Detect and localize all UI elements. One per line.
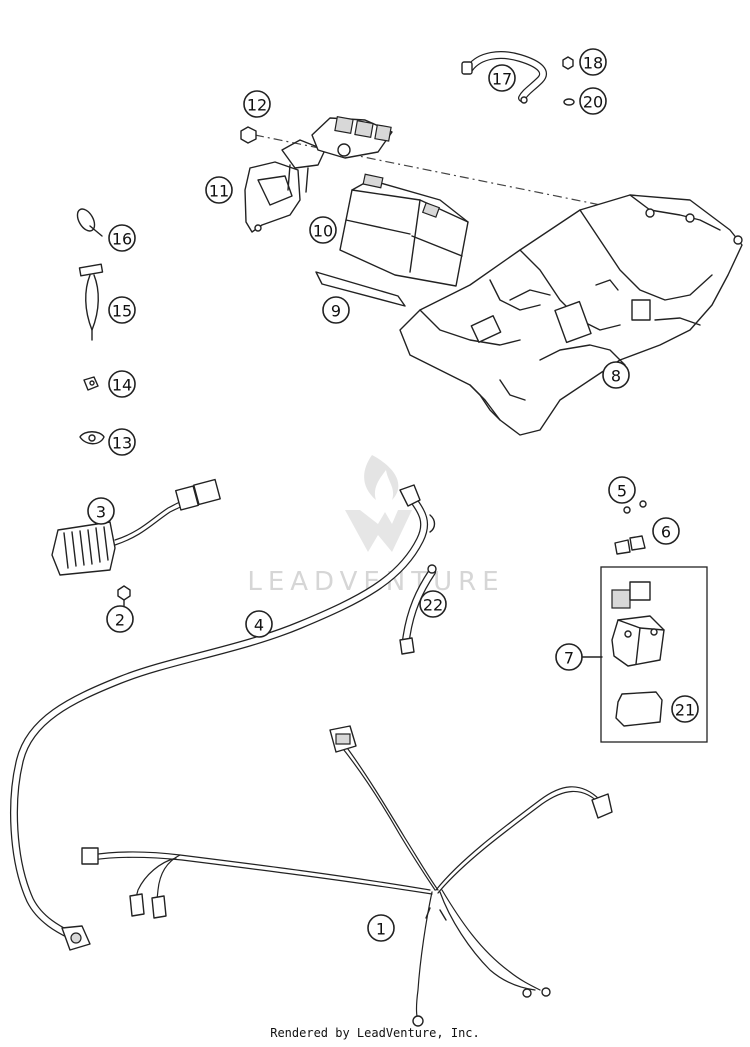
part-22-ground-cable: [399, 564, 437, 655]
part-17-cable: [461, 51, 547, 104]
callout-20: 20: [579, 87, 607, 115]
callout-8: 8: [602, 361, 630, 389]
callout-6-label: 6: [661, 523, 671, 542]
callout-18: 18: [579, 48, 607, 76]
callout-11-label: 11: [209, 182, 229, 201]
part-9-battery-pad: [315, 271, 406, 307]
part-7-relay-kit: [600, 566, 708, 743]
relay-holder-grommet: [337, 143, 351, 157]
part-13-clip: [79, 431, 105, 445]
part-16-clip: [76, 208, 103, 237]
callout-20-label: 20: [583, 93, 603, 112]
watermark-v-icon: [345, 510, 412, 552]
watermark-flame-icon: [364, 455, 399, 500]
callout-6: 6: [652, 517, 680, 545]
part-4-cable: [10, 484, 436, 951]
callout-17: 17: [488, 64, 516, 92]
callout-8-label: 8: [611, 367, 621, 386]
callout-5-label: 5: [617, 482, 627, 501]
callout-13: 13: [108, 428, 136, 456]
callout-10-label: 10: [313, 222, 333, 241]
callout-7-label: 7: [564, 649, 574, 668]
assembly-line: [254, 134, 651, 216]
footer-credit: Rendered by LeadVenture, Inc.: [270, 1026, 480, 1040]
callout-2-label: 2: [115, 611, 125, 630]
callout-15-label: 15: [112, 302, 132, 321]
callout-3-label: 3: [96, 503, 106, 522]
part-12-nut: [240, 126, 257, 144]
callout-11: 11: [205, 176, 233, 204]
part-11-bracket: [244, 139, 326, 233]
callout-5: 5: [608, 476, 636, 504]
part-1-wiring-harness: [81, 725, 613, 1027]
watermark: LEADVENTURE: [247, 455, 504, 597]
callout-3: 3: [87, 497, 115, 525]
callout-1-label: 1: [376, 920, 386, 939]
callout-12-label: 12: [247, 96, 267, 115]
callout-1: 1: [367, 914, 395, 942]
part-20-washer: [563, 98, 575, 106]
part-15-cable-tie: [78, 263, 104, 341]
part-2-screw: [117, 585, 131, 609]
part-10-battery: [339, 173, 469, 287]
part-8-battery-frame: [399, 194, 743, 436]
callout-12: 12: [243, 90, 271, 118]
callout-4: 4: [245, 610, 273, 638]
callout-16-label: 16: [112, 230, 132, 249]
relay-block-c: [374, 124, 392, 142]
relay-block-a: [334, 116, 354, 134]
callout-13-label: 13: [112, 434, 132, 453]
callout-21-label: 21: [675, 701, 695, 720]
callout-9-label: 9: [331, 302, 341, 321]
callout-14-label: 14: [112, 376, 132, 395]
callout-18-label: 18: [583, 54, 603, 73]
relay-block-b: [354, 120, 374, 138]
part-18-bolt: [562, 56, 574, 70]
callout-10: 10: [309, 216, 337, 244]
callout-15: 15: [108, 296, 136, 324]
callout-22: 22: [419, 590, 447, 618]
part-14-clip: [83, 376, 99, 391]
callout-22-label: 22: [423, 596, 443, 615]
watermark-text: LEADVENTURE: [247, 567, 504, 597]
part-3-regulator: [51, 478, 221, 576]
part-6-terminals: [614, 535, 646, 555]
callout-14: 14: [108, 370, 136, 398]
callout-2: 2: [106, 605, 134, 633]
callout-21: 21: [671, 695, 699, 723]
callout-7: 7: [555, 643, 583, 671]
callout-16: 16: [108, 224, 136, 252]
callout-9: 9: [322, 296, 350, 324]
part-5-nuts: [623, 500, 647, 514]
callout-17-label: 17: [492, 70, 512, 89]
callout-4-label: 4: [254, 616, 264, 635]
